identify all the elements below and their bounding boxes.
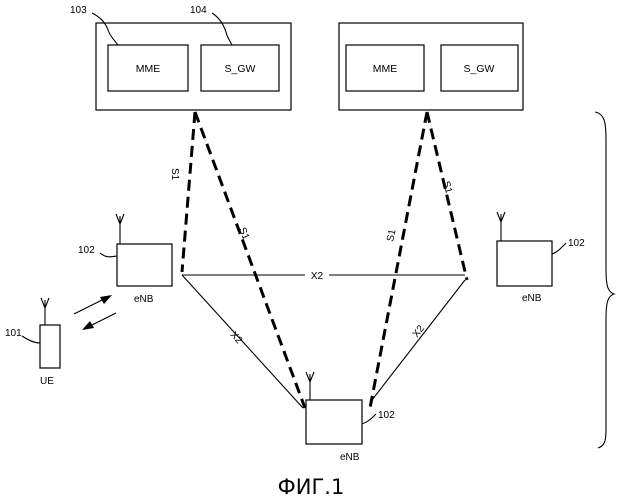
ref-101: 101 xyxy=(5,328,22,339)
sgw-left-label: S_GW xyxy=(225,63,256,75)
uplink-arrow-head xyxy=(100,295,112,304)
s1-link-left-enb xyxy=(182,112,195,272)
enb-left: 102 eNB xyxy=(78,214,172,305)
enb-right: 102 eNB xyxy=(497,212,585,304)
s1-label-a: S1 xyxy=(169,168,180,181)
mme-right-label: MME xyxy=(373,63,398,75)
uplink-arrow-line xyxy=(74,298,106,314)
ue-box xyxy=(40,325,60,368)
s1-links: S1 S1 S1 S1 xyxy=(169,112,467,408)
ue-label: UE xyxy=(40,376,54,387)
x2-label-left: X2 xyxy=(228,330,245,347)
core-network-left: MME S_GW 103 104 xyxy=(70,5,291,110)
x2-links: X2 X2 X2 xyxy=(182,268,465,408)
enb-bottom-label: eNB xyxy=(340,452,360,463)
user-equipment: 101 UE xyxy=(5,298,60,387)
radio-link-arrows xyxy=(74,295,116,330)
downlink-arrow-head xyxy=(82,321,94,330)
ref-102-right-leader xyxy=(552,243,566,254)
ref-104: 104 xyxy=(190,5,207,16)
enb-left-box xyxy=(117,244,172,286)
sgw-right-label: S_GW xyxy=(464,63,495,75)
enb-right-box xyxy=(497,241,552,286)
ref-102-left-leader xyxy=(100,253,117,257)
x2-label-right: X2 xyxy=(411,323,427,340)
s1-link-bottom-enb-from-left xyxy=(195,112,305,408)
s1-label-c: S1 xyxy=(385,228,398,243)
figure-caption: ФИГ.1 xyxy=(278,475,345,499)
x2-link-left xyxy=(182,275,303,408)
ref-101-leader xyxy=(22,336,40,343)
ref-102-bottom-leader xyxy=(362,414,376,424)
s1-label-d: S1 xyxy=(440,180,454,195)
ref-102-right: 102 xyxy=(568,238,585,249)
enb-bottom-box xyxy=(306,400,362,444)
s1-label-b: S1 xyxy=(236,226,251,242)
ref-102-left: 102 xyxy=(78,245,95,256)
mme-left-label: MME xyxy=(136,63,161,75)
s1-link-bottom-enb-from-right xyxy=(370,112,427,408)
enb-bottom: 102 eNB xyxy=(306,372,395,463)
enb-left-label: eNB xyxy=(134,294,154,305)
s1-link-right-enb xyxy=(427,112,467,280)
enb-right-label: eNB xyxy=(522,293,542,304)
core-network-right: MME S_GW xyxy=(339,23,523,110)
ref-103: 103 xyxy=(70,5,87,16)
ref-102-bottom: 102 xyxy=(378,410,395,421)
x2-label-top: X2 xyxy=(311,271,324,282)
right-brace xyxy=(595,112,614,448)
